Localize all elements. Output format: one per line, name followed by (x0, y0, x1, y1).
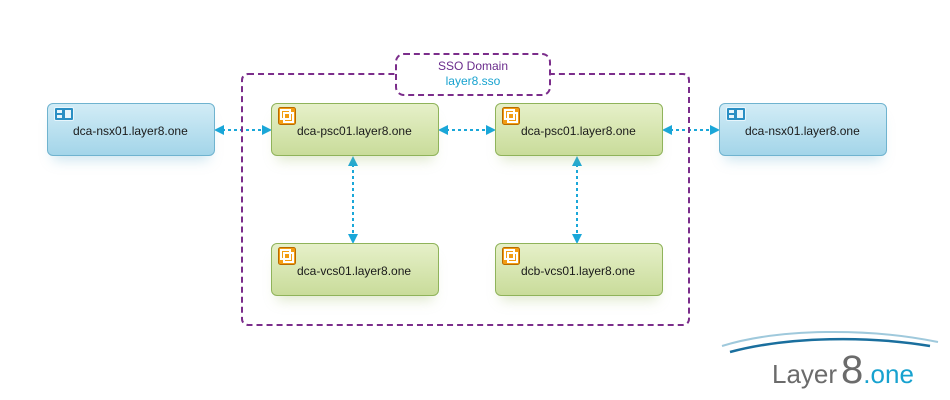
node-nsx-left[interactable]: dca-nsx01.layer8.one (47, 103, 215, 156)
vsphere-icon (502, 107, 520, 125)
node-vcs-right[interactable]: dcb-vcs01.layer8.one (495, 243, 663, 296)
nsx-icon (726, 107, 746, 121)
node-psc-right[interactable]: dca-psc01.layer8.one (495, 103, 663, 156)
vsphere-icon (502, 247, 520, 265)
node-vcs-left[interactable]: dca-vcs01.layer8.one (271, 243, 439, 296)
nsx-icon (54, 107, 74, 121)
node-label: dca-vcs01.layer8.one (297, 264, 412, 278)
sso-domain-name: layer8.sso (445, 74, 501, 88)
vsphere-icon (278, 247, 296, 265)
node-label: dca-psc01.layer8.one (297, 124, 412, 138)
sso-domain-label: SSO Domain layer8.sso (395, 53, 551, 96)
logo-number: 8 (841, 348, 864, 392)
logo-swoosh (721, 330, 939, 354)
logo-word: Layer (772, 359, 838, 389)
node-label: dca-nsx01.layer8.one (745, 124, 860, 138)
node-psc-left[interactable]: dca-psc01.layer8.one (271, 103, 439, 156)
node-label: dca-nsx01.layer8.one (73, 124, 188, 138)
logo-suffix: .one (863, 359, 914, 389)
node-nsx-right[interactable]: dca-nsx01.layer8.one (719, 103, 887, 156)
node-label: dcb-vcs01.layer8.one (521, 264, 636, 278)
node-label: dca-psc01.layer8.one (521, 124, 636, 138)
sso-domain-title: SSO Domain (437, 59, 509, 73)
vsphere-icon (278, 107, 296, 125)
